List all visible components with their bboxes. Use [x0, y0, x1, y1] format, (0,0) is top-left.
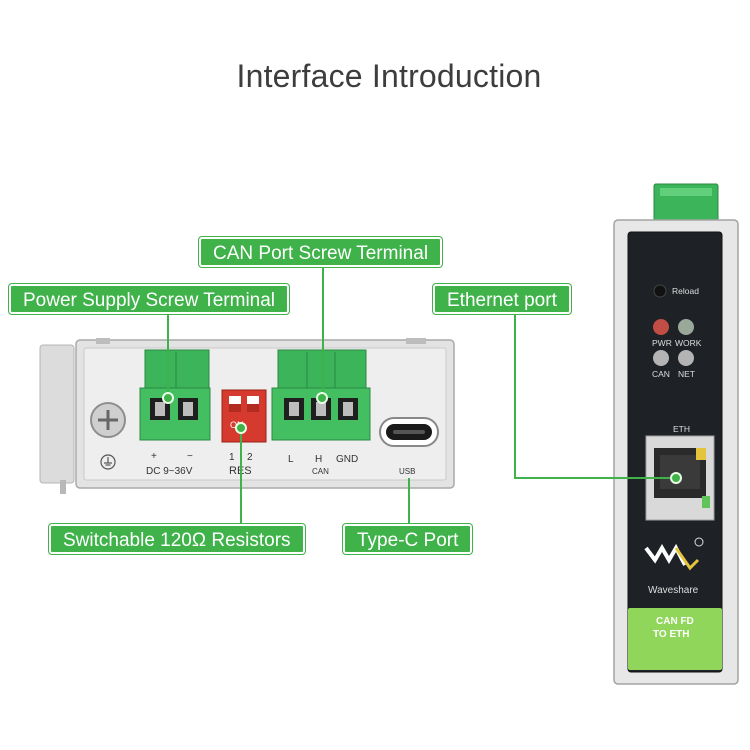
silk-sw1: 1 — [229, 452, 235, 463]
front-device — [613, 183, 739, 685]
reload-label: Reload — [672, 286, 699, 296]
can-connector-line — [322, 266, 324, 396]
dip-switch — [221, 389, 267, 443]
silk-l: L — [288, 454, 294, 465]
typec-connector-line — [408, 478, 410, 526]
product-line2: TO ETH — [653, 629, 690, 640]
ethernet-connector-dot — [670, 472, 682, 484]
can-connector-dot — [316, 392, 328, 404]
can-screw-terminal — [271, 349, 371, 441]
can-led-label: CAN — [652, 369, 670, 379]
product-line1: CAN FD — [656, 616, 694, 627]
silk-gnd: GND — [336, 454, 359, 465]
silk-plus: + — [151, 451, 157, 462]
power-connector-dot — [162, 392, 174, 404]
net-label: NET — [678, 369, 695, 379]
ethernet-connector-vline — [514, 313, 516, 478]
net-led-icon — [678, 350, 694, 366]
reload-button-icon — [653, 284, 667, 298]
silk-can: CAN — [312, 467, 329, 476]
work-led-icon — [678, 319, 694, 335]
resistor-connector-dot — [235, 422, 247, 434]
pwr-led-icon — [653, 319, 669, 335]
callout-typec: Type-C Port — [343, 524, 473, 554]
callout-ethernet: Ethernet port — [433, 284, 571, 314]
page-title: Interface Introduction — [236, 58, 542, 94]
can-led-icon — [653, 350, 669, 366]
callout-resistors: Switchable 120Ω Resistors — [49, 524, 305, 554]
brand-label: Waveshare — [648, 585, 699, 596]
pwr-label: PWR — [652, 338, 672, 348]
power-screw-terminal — [139, 349, 211, 441]
usb-c-port — [379, 417, 439, 447]
silk-usb: USB — [399, 467, 416, 476]
eth-label: ETH — [673, 424, 690, 434]
callout-can-terminal: CAN Port Screw Terminal — [199, 237, 443, 267]
resistor-connector-line — [240, 428, 242, 526]
silk-minus: − — [187, 451, 193, 462]
silk-sw2: 2 — [247, 452, 253, 463]
silk-dc: DC 9~36V — [146, 466, 193, 477]
work-label: WORK — [675, 338, 702, 348]
ethernet-connector-hline — [514, 477, 676, 479]
silk-h: H — [315, 454, 323, 465]
callout-power-terminal: Power Supply Screw Terminal — [9, 284, 290, 314]
power-connector-line — [167, 312, 169, 396]
ground-symbol-icon — [100, 454, 116, 470]
